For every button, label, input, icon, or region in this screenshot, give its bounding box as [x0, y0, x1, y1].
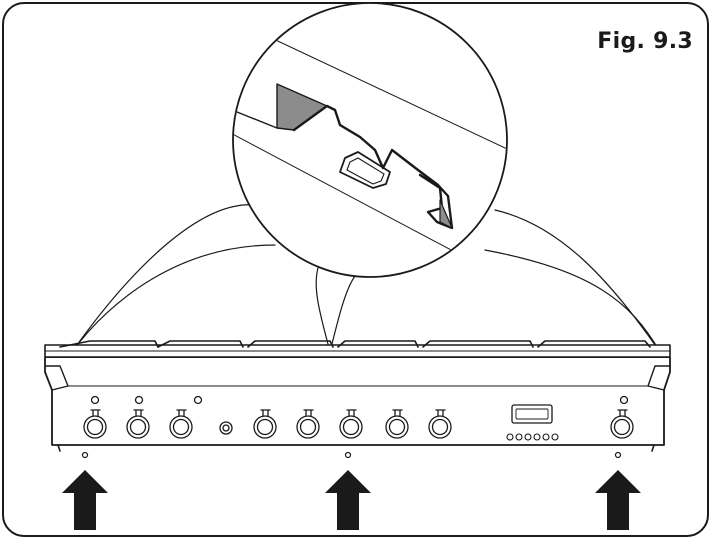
knob [253, 409, 277, 439]
magnifier-circle [232, 2, 508, 278]
up-arrow-icon [595, 470, 641, 530]
programmer-buttons [506, 433, 559, 441]
magnifier-leader-lines [71, 204, 661, 353]
figure-label: Fig. 9.3 [597, 29, 693, 54]
hob-top [44, 340, 671, 359]
cross-section-detail [234, 34, 506, 261]
knob [428, 409, 452, 439]
indicator-lights [90, 395, 629, 405]
control-knobs [83, 409, 634, 439]
knob [296, 409, 320, 439]
knob [610, 409, 634, 439]
knob [126, 409, 150, 439]
programmer-display [511, 404, 553, 424]
up-arrow-icon [62, 470, 108, 530]
knob [385, 409, 409, 439]
feet [81, 451, 622, 459]
lift-arrows [62, 470, 641, 530]
up-arrow-icon [325, 470, 371, 530]
knob [83, 409, 107, 439]
knob [169, 409, 193, 439]
knob [339, 409, 363, 439]
small-knob [219, 421, 233, 435]
control-panel [44, 357, 671, 452]
